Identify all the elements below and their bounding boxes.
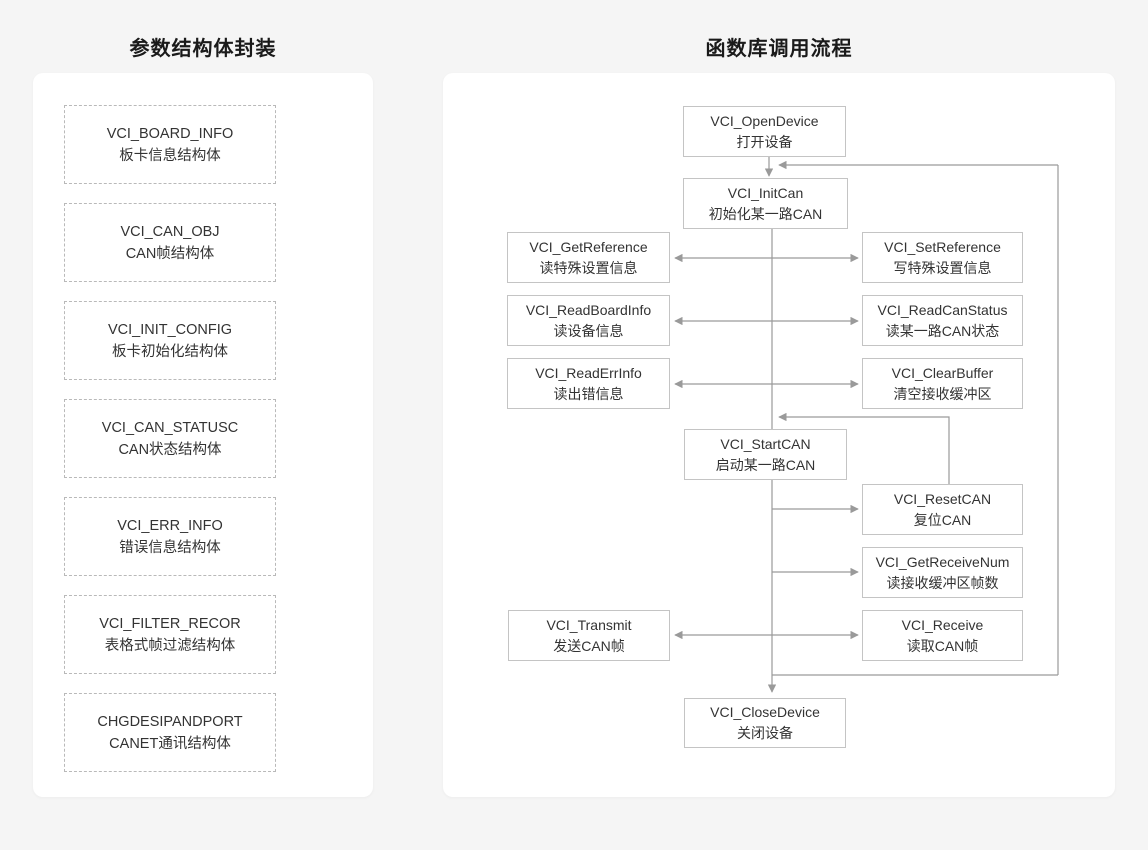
node-desc: 读接收缓冲区帧数 xyxy=(886,574,999,591)
struct-desc: CANET通讯结构体 xyxy=(109,735,231,752)
right-panel-title: 函数库调用流程 xyxy=(705,38,853,60)
struct-name: VCI_FILTER_RECOR xyxy=(99,615,241,632)
struct-desc: 错误信息结构体 xyxy=(119,539,221,556)
node-desc: 启动某一路CAN xyxy=(715,456,816,473)
flow-node-read-err-info[interactable]: VCI_ReadErrInfo 读出错信息 xyxy=(507,358,670,409)
node-name: VCI_SetReference xyxy=(884,238,1001,255)
node-desc: 读出错信息 xyxy=(553,385,624,402)
flow-node-read-board-info[interactable]: VCI_ReadBoardInfo 读设备信息 xyxy=(507,295,670,346)
node-name: VCI_Receive xyxy=(901,616,984,633)
flow-node-set-reference[interactable]: VCI_SetReference 写特殊设置信息 xyxy=(862,232,1023,283)
node-name: VCI_GetReference xyxy=(529,238,648,255)
flow-node-reset-can[interactable]: VCI_ResetCAN 复位CAN xyxy=(862,484,1023,535)
node-name: VCI_ResetCAN xyxy=(893,490,992,507)
flow-node-get-receive-num[interactable]: VCI_GetReceiveNum 读接收缓冲区帧数 xyxy=(862,547,1023,598)
flow-node-receive[interactable]: VCI_Receive 读取CAN帧 xyxy=(862,610,1023,661)
flow-node-get-reference[interactable]: VCI_GetReference 读特殊设置信息 xyxy=(507,232,670,283)
struct-desc: CAN帧结构体 xyxy=(125,245,215,262)
node-name: VCI_ReadCanStatus xyxy=(877,301,1008,318)
flow-node-transmit[interactable]: VCI_Transmit 发送CAN帧 xyxy=(508,610,670,661)
struct-desc: CAN状态结构体 xyxy=(118,441,222,458)
flow-node-clear-buffer[interactable]: VCI_ClearBuffer 清空接收缓冲区 xyxy=(862,358,1023,409)
node-desc: 读取CAN帧 xyxy=(906,637,979,654)
struct-box-vci-board-info[interactable]: VCI_BOARD_INFO 板卡信息结构体 xyxy=(64,105,276,184)
node-desc: 关闭设备 xyxy=(737,725,793,741)
struct-box-vci-init-config[interactable]: VCI_INIT_CONFIG 板卡初始化结构体 xyxy=(64,301,276,380)
struct-name: CHGDESIPANDPORT xyxy=(97,713,243,730)
flow-node-read-can-status[interactable]: VCI_ReadCanStatus 读某一路CAN状态 xyxy=(862,295,1023,346)
struct-box-chgdesipandport[interactable]: CHGDESIPANDPORT CANET通讯结构体 xyxy=(64,693,276,772)
struct-name: VCI_BOARD_INFO xyxy=(106,125,234,142)
node-name: VCI_OpenDevice xyxy=(710,112,819,129)
struct-name: VCI_ERR_INFO xyxy=(117,517,223,534)
node-desc: 读特殊设置信息 xyxy=(539,259,638,276)
node-desc: 初始化某一路CAN xyxy=(708,205,823,222)
node-name: VCI_GetReceiveNum xyxy=(875,553,1010,570)
flow-node-start-can[interactable]: VCI_StartCAN 启动某一路CAN xyxy=(684,429,847,480)
node-name: VCI_CloseDevice xyxy=(710,704,820,720)
struct-box-vci-can-statusc[interactable]: VCI_CAN_STATUSC CAN状态结构体 xyxy=(64,399,276,478)
struct-box-vci-can-obj[interactable]: VCI_CAN_OBJ CAN帧结构体 xyxy=(64,203,276,282)
node-name: VCI_InitCan xyxy=(727,184,804,201)
node-desc: 打开设备 xyxy=(736,133,793,150)
flow-node-open-device[interactable]: VCI_OpenDevice 打开设备 xyxy=(683,106,846,157)
flow-node-close-device[interactable]: VCI_CloseDevice 关闭设备 xyxy=(684,698,846,748)
struct-name: VCI_CAN_OBJ xyxy=(120,223,220,240)
left-panel-title: 参数结构体封装 xyxy=(129,38,277,60)
node-name: VCI_ReadBoardInfo xyxy=(525,301,652,318)
node-desc: 读某一路CAN状态 xyxy=(885,322,1000,339)
node-name: VCI_ReadErrInfo xyxy=(535,364,642,381)
node-desc: 复位CAN xyxy=(913,511,972,528)
struct-desc: 板卡信息结构体 xyxy=(119,147,221,164)
struct-desc: 板卡初始化结构体 xyxy=(112,343,228,360)
struct-desc: 表格式帧过滤结构体 xyxy=(104,637,236,654)
node-desc: 写特殊设置信息 xyxy=(893,259,992,276)
node-name: VCI_Transmit xyxy=(546,616,632,633)
struct-box-vci-err-info[interactable]: VCI_ERR_INFO 错误信息结构体 xyxy=(64,497,276,576)
struct-name: VCI_CAN_STATUSC xyxy=(101,419,239,436)
node-desc: 读设备信息 xyxy=(553,322,624,339)
node-name: VCI_ClearBuffer xyxy=(891,364,994,381)
flow-node-init-can[interactable]: VCI_InitCan 初始化某一路CAN xyxy=(683,178,848,229)
node-name: VCI_StartCAN xyxy=(720,435,811,452)
node-desc: 清空接收缓冲区 xyxy=(893,385,992,402)
struct-name: VCI_INIT_CONFIG xyxy=(107,321,233,338)
struct-box-vci-filter-recor[interactable]: VCI_FILTER_RECOR 表格式帧过滤结构体 xyxy=(64,595,276,674)
node-desc: 发送CAN帧 xyxy=(553,637,625,654)
